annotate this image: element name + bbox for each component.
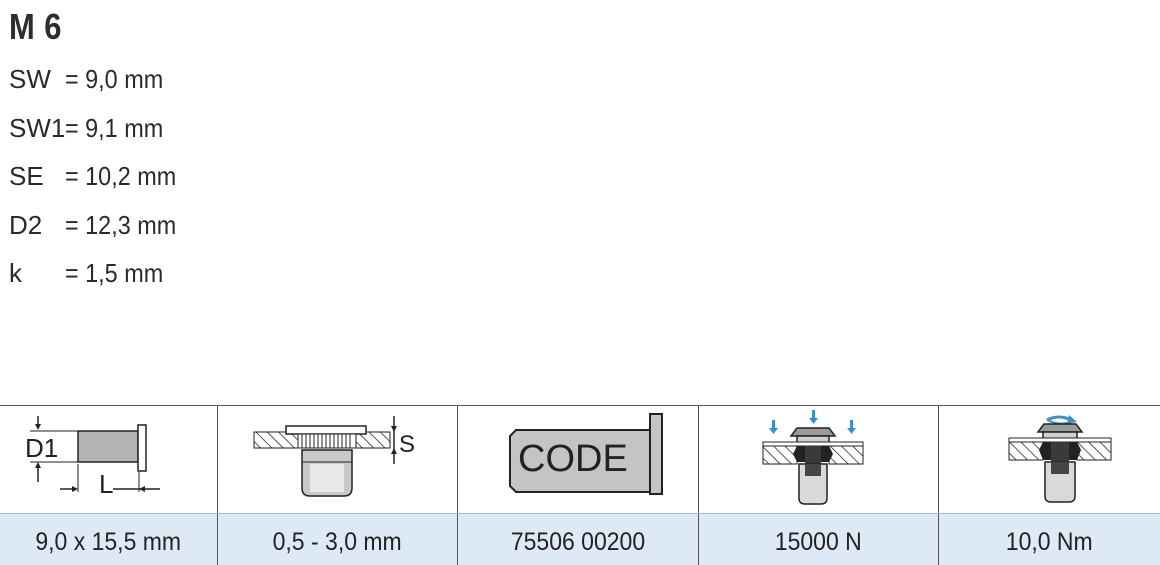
dimension-drawing-icon: D1 L (25, 416, 160, 499)
dimension-cell: D1 L (0, 406, 218, 513)
spec-row-d2: D2 = 12,3 mm (9, 210, 189, 259)
value-row: 9,0 x 15,5 mm 0,5 - 3,0 mm 75506 00200 1… (0, 513, 1160, 565)
spec-row-se: SE = 10,2 mm (9, 161, 189, 210)
page-title: M 6 (9, 6, 62, 47)
torque-cell (939, 406, 1160, 513)
spec-table: D1 L (0, 405, 1160, 565)
grip-range-value-cell: 0,5 - 3,0 mm (218, 514, 458, 565)
d1-label: D1 (25, 433, 58, 463)
spec-label: SW (9, 64, 51, 94)
force-value: 15000 N (775, 528, 862, 556)
torque-icon (1008, 415, 1112, 503)
code-value-cell: 75506 00200 (458, 514, 699, 565)
spec-label: SE (9, 161, 44, 191)
spec-value: = 9,1 mm (65, 112, 164, 143)
spec-label: SW1 (9, 112, 66, 143)
torque-value: 10,0 Nm (1006, 528, 1093, 556)
spec-value: = 12,3 mm (65, 209, 177, 240)
grip-range-icon: S (253, 416, 415, 497)
force-value-cell: 15000 N (699, 514, 939, 565)
spec-row-sw1: SW1 = 9,1 mm (9, 113, 189, 162)
spec-list: SW = 9,0 mm SW1 = 9,1 mm SE = 10,2 mm D2… (9, 64, 189, 307)
spec-value: = 10,2 mm (65, 161, 177, 191)
spec-row-k: k = 1,5 mm (9, 258, 189, 307)
torque-value-cell: 10,0 Nm (939, 514, 1160, 565)
code-label: CODE (518, 438, 628, 480)
spec-row-sw: SW = 9,0 mm (9, 64, 189, 113)
icon-row: D1 L (0, 406, 1160, 513)
code-cell: CODE (458, 406, 699, 513)
spec-label: k (9, 258, 22, 288)
dimension-value-cell: 9,0 x 15,5 mm (0, 514, 218, 565)
grip-range-value: 0,5 - 3,0 mm (272, 528, 403, 556)
code-part-icon: CODE (509, 413, 663, 495)
dimension-value: 9,0 x 15,5 mm (35, 528, 182, 556)
spec-value: = 1,5 mm (65, 258, 164, 288)
code-value: 75506 00200 (510, 528, 646, 556)
s-label: S (399, 431, 415, 458)
grip-range-cell: S (218, 406, 458, 513)
force-cell (699, 406, 939, 513)
spec-value: = 9,0 mm (65, 64, 164, 94)
spec-label: D2 (9, 209, 43, 240)
l-label: L (99, 469, 113, 499)
force-icon (762, 410, 864, 505)
